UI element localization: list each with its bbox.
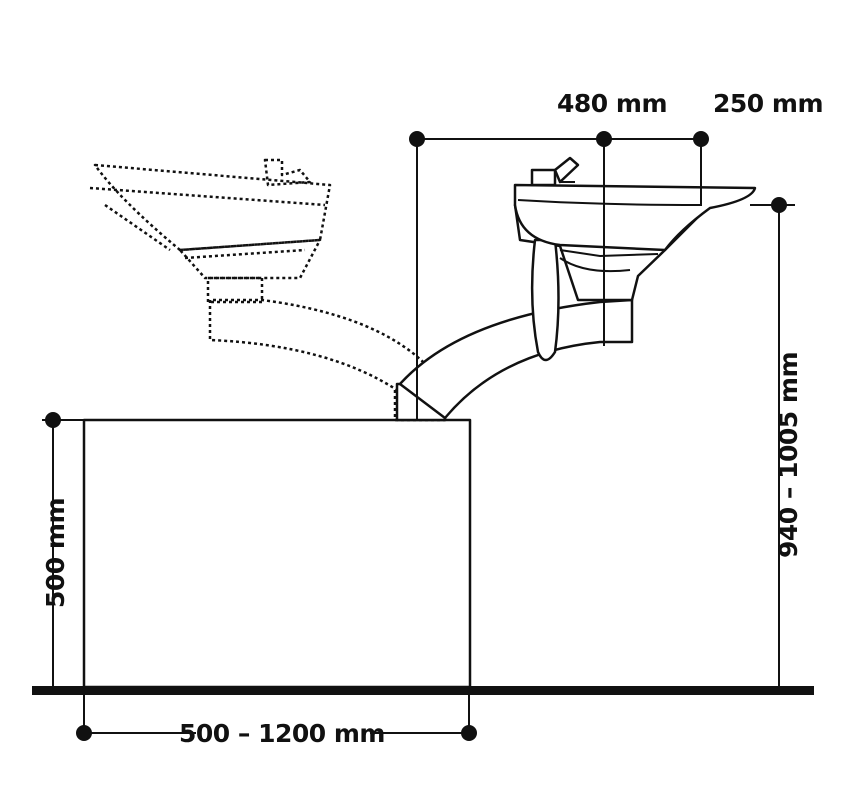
dimension-dot <box>596 131 612 147</box>
cabinet <box>82 418 472 689</box>
label-basin-reach: 480 mm <box>557 89 667 118</box>
label-cabinet-height: 500 mm <box>41 498 70 608</box>
label-cabinet-width: 500 – 1200 mm <box>179 719 385 748</box>
label-basin-overhang: 250 mm <box>713 89 823 118</box>
dimension-dot <box>771 197 787 213</box>
basin-alternate-position <box>89 158 447 422</box>
label-basin-height: 940 – 1005 mm <box>774 352 803 558</box>
floor-line <box>32 686 814 695</box>
cabinet-height-dimension <box>42 412 84 690</box>
dimension-dot <box>461 725 477 741</box>
top-dimension <box>409 131 709 420</box>
height-dimension <box>750 197 795 690</box>
basin <box>395 156 757 422</box>
dimension-dot <box>76 725 92 741</box>
dimension-dot <box>693 131 709 147</box>
dimension-dot <box>409 131 425 147</box>
dimension-dot <box>45 412 61 428</box>
cabinet-width-dimension <box>76 690 477 741</box>
